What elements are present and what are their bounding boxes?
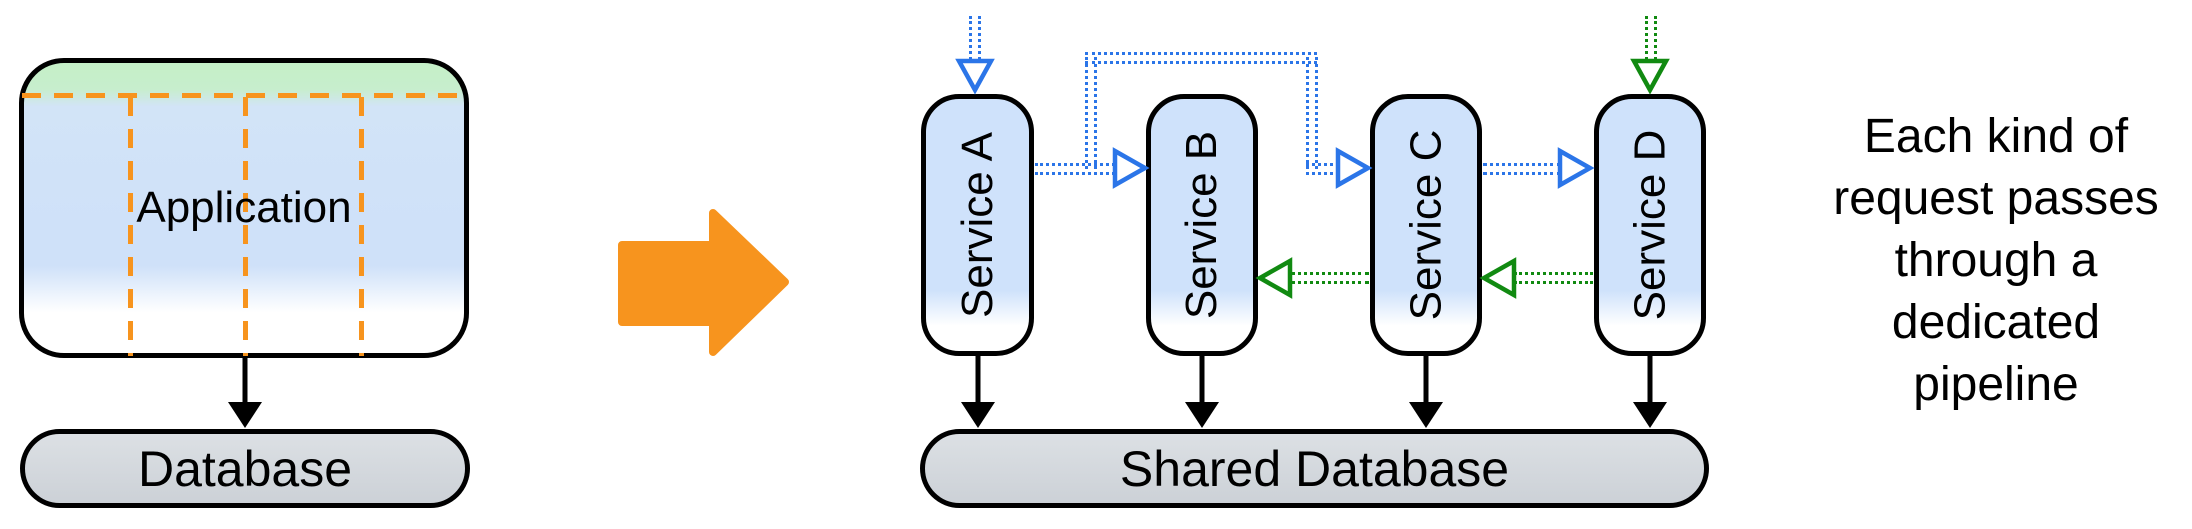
green-pipeline-c-to-b-segment [1291,272,1369,284]
service-b-to-db-arrowhead-icon [1185,402,1219,428]
application-partition-line-vertical [243,97,248,356]
database-arrowheads [228,402,1667,428]
blue-into-service-d-arrowhead-icon [1557,147,1595,189]
database-arrows [242,356,1653,404]
annotation-line: pipeline [1913,358,2079,411]
blue-pipeline-overpass-up-segment [1085,57,1097,169]
service-d-box: Service D [1594,94,1706,356]
application-to-database-arrowhead-icon [228,402,262,428]
service-d-label: Service D [1625,129,1674,321]
service-c-box: Service C [1370,94,1482,356]
blue-pipeline-c-to-d-segment [1483,163,1561,175]
shared-database-label: Shared Database [1119,440,1510,497]
blue-pipeline-overpass-down-segment [1306,57,1318,169]
service-b-label: Service B [1177,130,1227,320]
application-label: Application [136,183,352,232]
database-label: Database [137,440,353,497]
blue-entry-arrowhead-icon [955,58,995,95]
service-b-box: Service B [1146,94,1258,356]
application-label-wrap: Application [19,58,469,358]
annotation-line: dedicated [1891,296,2101,349]
green-into-service-b-arrowhead-icon [1255,257,1293,299]
service-a-to-db-arrowhead-icon [961,402,995,428]
blue-pipeline-entry-segment [969,16,981,60]
service-d-to-db-arrowhead-icon [1633,402,1667,428]
service-c-to-db-arrowhead-icon [1409,402,1443,428]
database-box: Database [20,429,470,508]
service-c-label: Service C [1401,129,1450,321]
blue-pipeline-a-to-b-segment [1035,163,1115,175]
application-partition-line-vertical [128,97,133,356]
blue-pipeline-into-c-segment [1306,163,1339,175]
service-a-box: Service A [921,94,1034,356]
application-partition-line-vertical [359,97,364,356]
green-into-service-c-arrowhead-icon [1479,257,1517,299]
green-pipeline-d-to-c-segment [1514,272,1593,284]
blue-into-service-c-arrowhead-icon [1335,147,1373,189]
green-pipeline-entry-segment [1645,16,1657,60]
application-partition-line-horizontal [22,93,466,98]
transform-arrow-icon [618,209,789,356]
annotation-line: through a [1894,234,2098,287]
annotation-line: Each kind of [1863,110,2129,163]
annotation-text: Each kind of request passes through a de… [1800,106,2192,416]
annotation-line: request passes [1833,172,2159,225]
green-entry-arrowhead-icon [1630,58,1670,95]
blue-pipeline-overpass-top-segment [1085,52,1317,64]
service-a-label: Service A [952,132,1002,318]
blue-into-service-b-arrowhead-icon [1112,147,1150,189]
shared-database-box: Shared Database [920,429,1709,508]
